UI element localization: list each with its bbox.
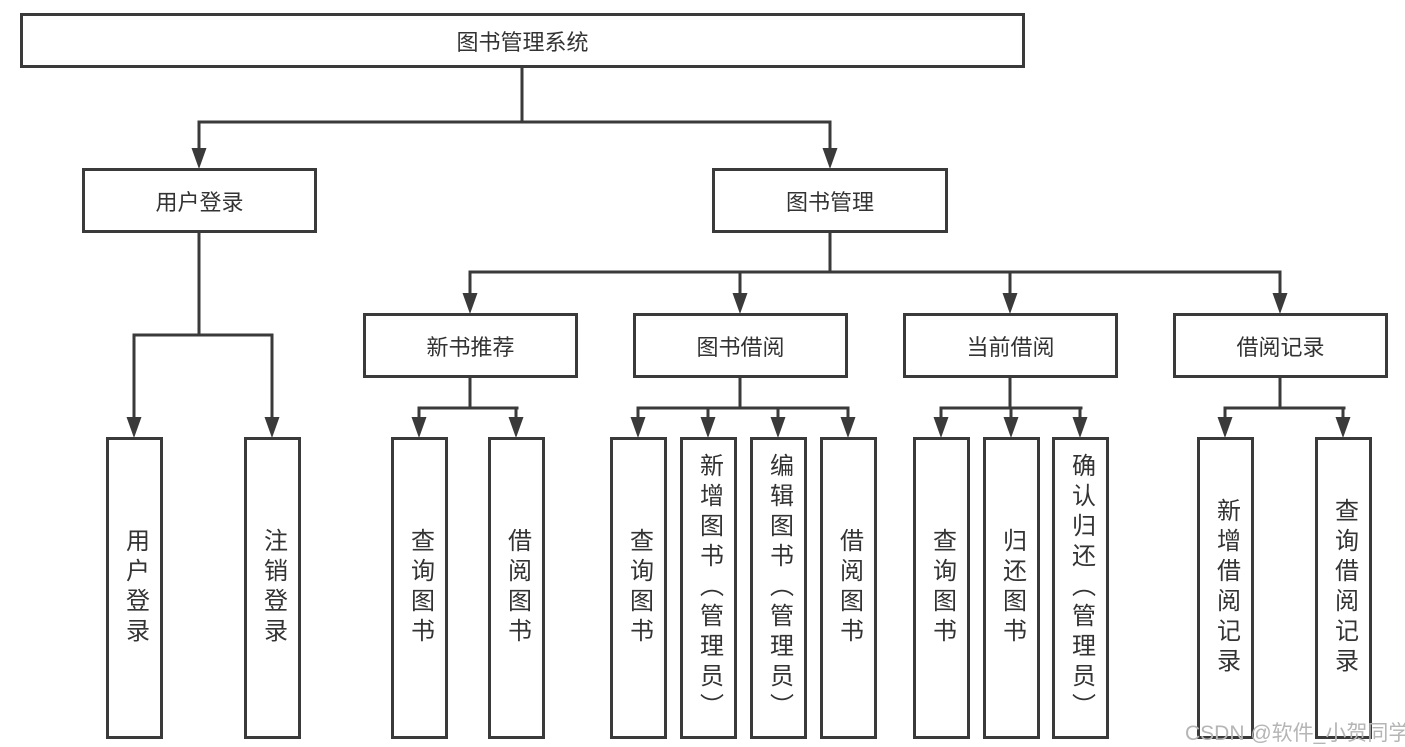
- leaf-query-borrow-record: 查询借阅记录: [1315, 437, 1372, 739]
- leaf-query-books-borrow: 查询图书: [610, 437, 667, 739]
- leaf-query-books-recommend: 查询图书: [391, 437, 448, 739]
- leaf-add-book-admin-label: 新增图书（管理员）: [695, 453, 723, 723]
- node-new-book-recommendation: 新书推荐: [363, 313, 578, 378]
- node-new-book-recommendation-label: 新书推荐: [426, 334, 515, 360]
- leaf-edit-book-admin-label: 编辑图书（管理员）: [765, 453, 793, 723]
- leaf-logout-label: 注销登录: [259, 528, 287, 648]
- node-book-borrowing: 图书借阅: [633, 313, 848, 378]
- node-root: 图书管理系统: [20, 13, 1025, 68]
- leaf-add-book-admin: 新增图书（管理员）: [680, 437, 737, 739]
- node-user-login-label: 用户登录: [155, 189, 244, 215]
- leaf-query-books-recommend-label: 查询图书: [406, 528, 434, 648]
- leaf-confirm-return-admin-label: 确认归还（管理员）: [1067, 453, 1095, 723]
- leaf-borrow-books-recommend-label: 借阅图书: [503, 528, 531, 648]
- leaf-query-books-borrow-label: 查询图书: [625, 528, 653, 648]
- leaf-user-login-label: 用户登录: [121, 528, 149, 648]
- leaf-query-borrow-record-label: 查询借阅记录: [1330, 498, 1358, 678]
- node-root-label: 图书管理系统: [456, 29, 589, 55]
- leaf-query-books-current: 查询图书: [913, 437, 970, 739]
- leaf-return-books: 归还图书: [983, 437, 1040, 739]
- leaf-user-login: 用户登录: [106, 437, 163, 739]
- leaf-borrow-books-borrow: 借阅图书: [820, 437, 877, 739]
- leaf-borrow-books-borrow-label: 借阅图书: [835, 528, 863, 648]
- csdn-watermark: CSDN @软件_小贺同学: [1185, 722, 1405, 745]
- node-book-management-label: 图书管理: [785, 189, 874, 215]
- node-borrowing-records-label: 借阅记录: [1236, 334, 1325, 360]
- node-current-borrowing-label: 当前借阅: [966, 334, 1055, 360]
- leaf-query-books-current-label: 查询图书: [928, 528, 956, 648]
- node-book-management: 图书管理: [712, 168, 948, 233]
- leaf-add-borrow-record-label: 新增借阅记录: [1212, 498, 1240, 678]
- leaf-return-books-label: 归还图书: [998, 528, 1026, 648]
- node-current-borrowing: 当前借阅: [903, 313, 1118, 378]
- node-borrowing-records: 借阅记录: [1173, 313, 1388, 378]
- arrowheads: [126, 148, 1351, 438]
- leaf-logout: 注销登录: [244, 437, 301, 739]
- leaf-add-borrow-record: 新增借阅记录: [1197, 437, 1254, 739]
- leaf-confirm-return-admin: 确认归还（管理员）: [1052, 437, 1109, 739]
- leaf-edit-book-admin: 编辑图书（管理员）: [750, 437, 807, 739]
- node-user-login: 用户登录: [82, 168, 317, 233]
- leaf-borrow-books-recommend: 借阅图书: [488, 437, 545, 739]
- node-book-borrowing-label: 图书借阅: [696, 334, 785, 360]
